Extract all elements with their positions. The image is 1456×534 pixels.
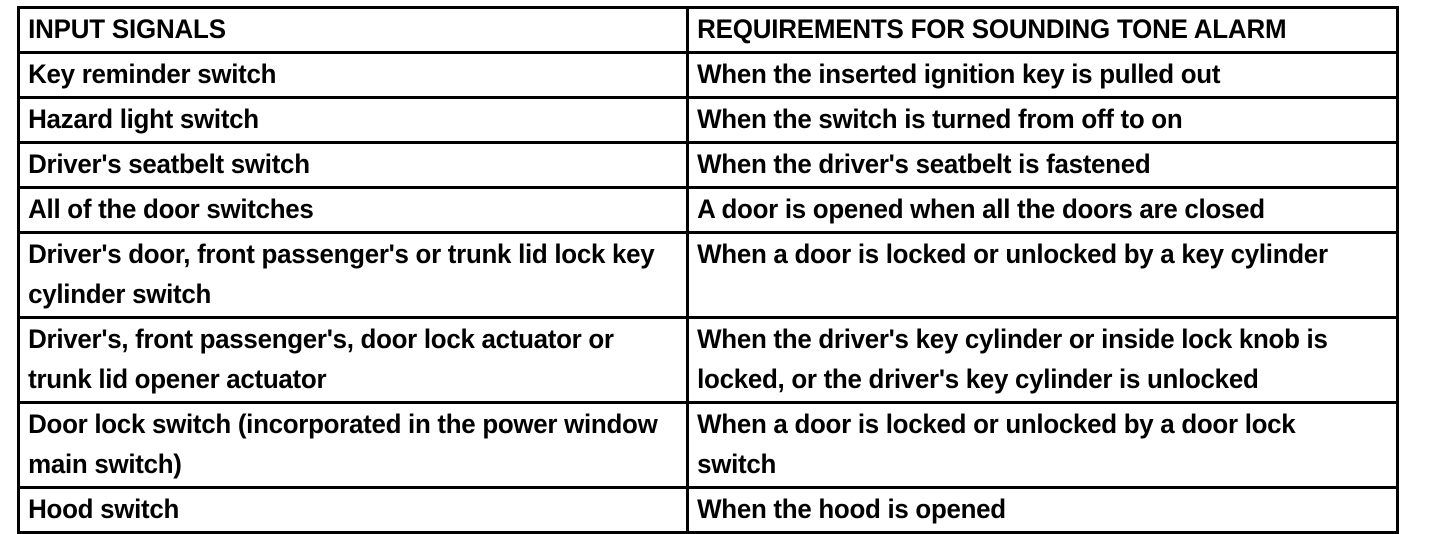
cell-requirement-text: When the switch is turned from off to on <box>696 104 1183 134</box>
table-row: Door lock switch (incorporated in the po… <box>17 401 1398 489</box>
column-header-requirements: REQUIREMENTS FOR SOUNDING TONE ALARM <box>686 6 1371 54</box>
cell-requirement: A door is opened when all the doors are … <box>686 186 1371 234</box>
cell-requirement: When the switch is turned from off to on <box>686 96 1371 144</box>
table-row: Driver's, front passenger's, door lock a… <box>17 316 1398 404</box>
table-row: Hazard light switch When the switch is t… <box>17 96 1398 144</box>
table-body: Key reminder switch When the inserted ig… <box>17 51 1398 534</box>
column-header-input-signals-text: INPUT SIGNALS <box>27 14 226 44</box>
cell-requirement: When the hood is opened <box>686 486 1371 534</box>
cell-requirement: When the inserted ignition key is pulled… <box>686 51 1371 99</box>
cell-input-signal: Driver's, front passenger's, door lock a… <box>17 316 663 404</box>
cell-requirement: When the driver's key cylinder or inside… <box>686 316 1371 404</box>
document-page: INPUT SIGNALS REQUIREMENTS FOR SOUNDING … <box>17 6 1371 534</box>
table-row: Driver's door, front passenger's or trun… <box>17 231 1398 319</box>
cell-input-signal-text: All of the door switches <box>27 194 314 224</box>
table-row: Key reminder switch When the inserted ig… <box>17 51 1398 99</box>
column-header-input-signals: INPUT SIGNALS <box>17 6 663 54</box>
cell-requirement-text: When the inserted ignition key is pulled… <box>696 59 1220 89</box>
input-signals-requirements-table: INPUT SIGNALS REQUIREMENTS FOR SOUNDING … <box>17 6 1399 534</box>
cell-requirement-text: When the driver's key cylinder or inside… <box>696 324 1328 394</box>
cell-requirement-text: When a door is locked or unlocked by a d… <box>696 409 1296 479</box>
cell-input-signal-text: Driver's, front passenger's, door lock a… <box>27 324 614 394</box>
spec-table-container: INPUT SIGNALS REQUIREMENTS FOR SOUNDING … <box>17 6 1399 534</box>
cell-input-signal-text: Driver's seatbelt switch <box>27 149 310 179</box>
cell-input-signal: Driver's door, front passenger's or trun… <box>17 231 663 319</box>
cell-input-signal: Key reminder switch <box>17 51 663 99</box>
cell-input-signal: All of the door switches <box>17 186 663 234</box>
cell-input-signal-text: Driver's door, front passenger's or trun… <box>27 239 655 309</box>
cell-input-signal: Hazard light switch <box>17 96 663 144</box>
cell-requirement-text: A door is opened when all the doors are … <box>696 194 1265 224</box>
cell-input-signal: Door lock switch (incorporated in the po… <box>17 401 663 489</box>
cell-requirement: When a door is locked or unlocked by a d… <box>686 401 1371 489</box>
table-header: INPUT SIGNALS REQUIREMENTS FOR SOUNDING … <box>17 6 1398 54</box>
cell-input-signal: Driver's seatbelt switch <box>17 141 663 189</box>
cell-requirement: When a door is locked or unlocked by a k… <box>686 231 1371 319</box>
cell-requirement: When the driver's seatbelt is fastened <box>686 141 1371 189</box>
table-row: All of the door switches A door is opene… <box>17 186 1398 234</box>
table-row: Hood switch When the hood is opened <box>17 486 1398 534</box>
cell-input-signal-text: Key reminder switch <box>27 59 276 89</box>
table-row: Driver's seatbelt switch When the driver… <box>17 141 1398 189</box>
cell-input-signal-text: Hazard light switch <box>27 104 259 134</box>
cell-input-signal-text: Door lock switch (incorporated in the po… <box>27 409 658 479</box>
column-header-requirements-text: REQUIREMENTS FOR SOUNDING TONE ALARM <box>696 14 1286 44</box>
cell-requirement-text: When a door is locked or unlocked by a k… <box>696 239 1328 269</box>
table-header-row: INPUT SIGNALS REQUIREMENTS FOR SOUNDING … <box>17 6 1398 54</box>
cell-requirement-text: When the driver's seatbelt is fastened <box>696 149 1151 179</box>
cell-input-signal-text: Hood switch <box>27 494 179 524</box>
cell-requirement-text: When the hood is opened <box>696 494 1006 524</box>
cell-input-signal: Hood switch <box>17 486 663 534</box>
